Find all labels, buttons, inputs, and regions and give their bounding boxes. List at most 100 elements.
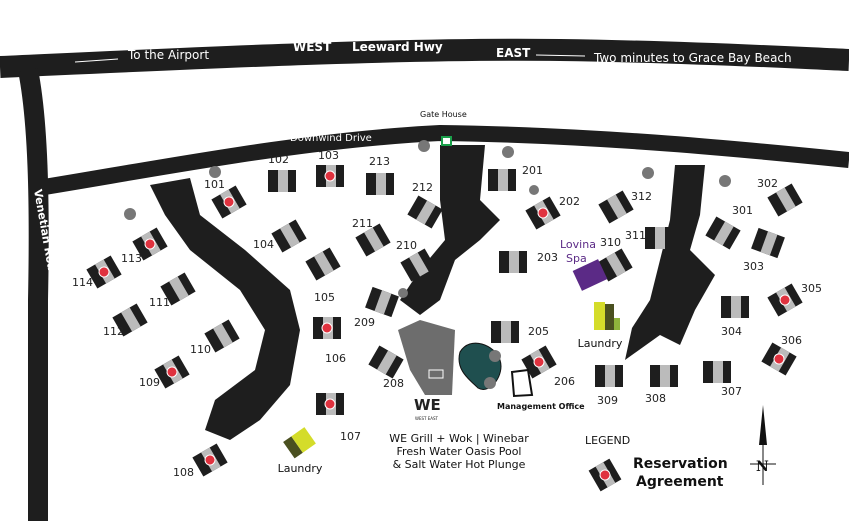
unit-312-building[interactable]	[598, 190, 634, 224]
unit-111-building[interactable]	[160, 272, 196, 306]
unit-102-building[interactable]	[268, 170, 296, 192]
unit-205-building[interactable]	[491, 321, 519, 343]
legend-reservation-icon	[588, 458, 622, 492]
highway-label: Leeward Hwy	[352, 40, 443, 54]
unit-112-label: 112	[103, 325, 124, 338]
reservation-dot-icon	[98, 266, 110, 278]
unit-109-building[interactable]	[154, 355, 190, 389]
unit-107-label: 107	[340, 430, 361, 443]
north-arrow-icon: N	[750, 405, 776, 485]
unit-212-label: 212	[412, 181, 433, 194]
unit-305-label: 305	[801, 282, 822, 295]
reservation-dot-icon	[204, 454, 216, 466]
amenities-line-3: & Salt Water Hot Plunge	[393, 458, 526, 471]
lagoon-center	[400, 145, 500, 315]
unit-111-label: 111	[149, 296, 170, 309]
unit-308-building[interactable]	[650, 365, 678, 387]
unit-307-label: 307	[721, 385, 742, 398]
unit-210-label: 210	[396, 239, 417, 252]
we-logo: WE WEST EAST	[414, 396, 441, 421]
unit-113-label: 113	[121, 252, 142, 265]
unit-213-building[interactable]	[366, 173, 394, 195]
unit-203-label: 203	[537, 251, 558, 264]
unit-306-building[interactable]	[761, 342, 797, 376]
unit-105-label: 105	[314, 291, 335, 304]
unit-311-building[interactable]	[645, 227, 673, 249]
spa-label-2: Spa	[566, 252, 587, 265]
unit-209-building[interactable]	[365, 286, 399, 318]
reservation-dot-icon	[223, 196, 235, 208]
unit-104-building[interactable]	[271, 219, 307, 253]
unit-302-label: 302	[757, 177, 778, 190]
downwind-drive-road	[36, 124, 849, 196]
to-airport-label: To the Airport	[127, 48, 209, 62]
svg-text:WEST EAST: WEST EAST	[415, 416, 439, 421]
unit-212-building[interactable]	[407, 195, 443, 229]
laundry-east-building[interactable]	[594, 302, 620, 330]
unit-310-building[interactable]	[597, 248, 633, 282]
unit-108-label: 108	[173, 466, 194, 479]
unit-106-building[interactable]	[313, 317, 341, 339]
unit-107-building[interactable]	[316, 393, 344, 415]
unit-309-building[interactable]	[595, 365, 623, 387]
west-label: WEST	[293, 40, 332, 54]
legend-title: LEGEND	[585, 434, 630, 447]
reservation-dot-icon	[321, 322, 333, 334]
unit-309-label: 309	[597, 394, 618, 407]
unit-301-building[interactable]	[705, 216, 741, 250]
unit-202-label: 202	[559, 195, 580, 208]
unit-113-building[interactable]	[132, 227, 168, 261]
unit-304-building[interactable]	[721, 296, 749, 318]
unit-103-building[interactable]	[316, 165, 344, 187]
unit-101-label: 101	[204, 178, 225, 191]
unit-304-label: 304	[721, 325, 742, 338]
unit-303-building[interactable]	[751, 227, 785, 259]
unit-201-label: 201	[522, 164, 543, 177]
laundry-west-building[interactable]	[283, 427, 316, 459]
unit-208-label: 208	[383, 377, 404, 390]
unit-306-label: 306	[781, 334, 802, 347]
unit-305-building[interactable]	[767, 283, 803, 317]
unit-108-building[interactable]	[192, 443, 228, 477]
reservation-dot-icon	[773, 353, 785, 365]
unit-301-label: 301	[732, 204, 753, 217]
unit-302-building[interactable]	[767, 183, 803, 217]
unit-110-building[interactable]	[204, 319, 240, 353]
reservation-dot-icon	[324, 398, 336, 410]
unit-202-building[interactable]	[525, 196, 561, 230]
amenities-line-1: WE Grill + Wok | Winebar	[389, 432, 529, 445]
reservation-dot-icon	[533, 356, 545, 368]
unit-101-building[interactable]	[211, 185, 247, 219]
unit-201-building[interactable]	[488, 169, 516, 191]
gate-house-label: Gate House	[420, 110, 467, 119]
east-label: EAST	[496, 46, 531, 60]
unit-210-building[interactable]	[400, 248, 436, 282]
svg-text:WE: WE	[414, 396, 441, 414]
unit-208-building[interactable]	[368, 345, 404, 379]
unit-104-label: 104	[253, 238, 274, 251]
restaurant-building[interactable]	[398, 320, 455, 395]
unit-105-building[interactable]	[305, 247, 341, 281]
unit-312-label: 312	[631, 190, 652, 203]
unit-211-label: 211	[352, 217, 373, 230]
unit-311-label: 311	[625, 229, 646, 242]
unit-110-label: 110	[190, 343, 211, 356]
management-office-label: Management Office	[497, 402, 585, 411]
venetian-road	[18, 68, 49, 521]
unit-307-building[interactable]	[703, 361, 731, 383]
unit-213-label: 213	[369, 155, 390, 168]
spa-building[interactable]	[572, 259, 608, 291]
lagoon-east	[625, 165, 715, 360]
unit-112-building[interactable]	[112, 303, 148, 337]
spa-label-1: Lovina	[560, 238, 596, 251]
laundry-west-label: Laundry	[278, 462, 323, 475]
legend-label-1: Reservation	[633, 456, 728, 472]
unit-114-building[interactable]	[86, 255, 122, 289]
unit-211-building[interactable]	[355, 223, 391, 257]
unit-206-building[interactable]	[521, 345, 557, 379]
unit-203-building[interactable]	[499, 251, 527, 273]
unit-303-label: 303	[743, 260, 764, 273]
reservation-dot-icon	[537, 207, 549, 219]
management-office-building[interactable]	[510, 368, 534, 398]
